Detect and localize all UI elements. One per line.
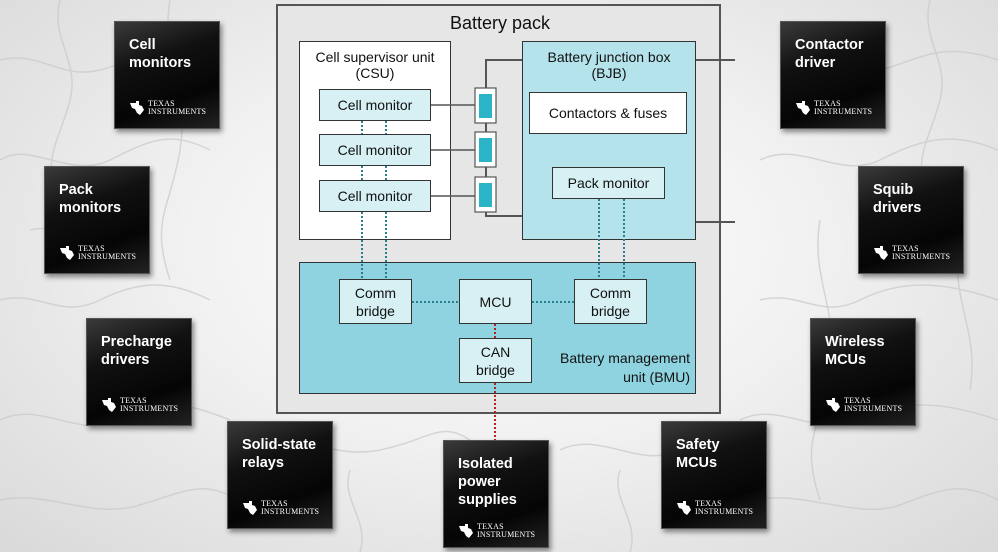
- ti-state-icon: [102, 398, 116, 412]
- csu-title-line2: (CSU): [355, 65, 395, 81]
- product-label: Wireless: [825, 334, 885, 350]
- product-label: drivers: [873, 200, 922, 216]
- bjb-box: [522, 41, 696, 240]
- ti-brand-line2: INSTRUMENTS: [148, 107, 207, 116]
- product-label: driver: [795, 55, 836, 71]
- ti-state-icon: [459, 524, 473, 538]
- can-bridge-box: CAN bridge: [459, 338, 532, 383]
- product-label: monitors: [59, 200, 122, 216]
- ti-brand-line2: INSTRUMENTS: [78, 252, 137, 261]
- product-label: supplies: [458, 492, 517, 508]
- ti-state-icon: [243, 501, 257, 515]
- ti-brand-line2: INSTRUMENTS: [261, 507, 320, 516]
- product-label: MCUs: [676, 455, 718, 471]
- product-label: Safety: [676, 437, 720, 453]
- battery-pack-title: Battery pack: [449, 13, 551, 33]
- ti-brand-line1: TEXAS: [261, 499, 288, 508]
- csu-title-line1: Cell supervisor unit: [315, 49, 435, 65]
- bmu-label-line1: Battery management: [560, 350, 690, 366]
- ti-brand-line1: TEXAS: [695, 499, 722, 508]
- product-label: Pack: [59, 182, 93, 198]
- ti-brand-line1: TEXAS: [120, 396, 147, 405]
- cell-monitor-3: Cell monitor: [319, 180, 431, 212]
- product-label: drivers: [101, 352, 150, 368]
- product-label: power: [458, 474, 501, 490]
- ti-brand-line1: TEXAS: [814, 99, 841, 108]
- product-label: Cell: [129, 37, 156, 53]
- ti-brand-line2: INSTRUMENTS: [477, 530, 536, 539]
- ti-brand-line1: TEXAS: [477, 522, 504, 531]
- ti-state-icon: [60, 246, 74, 260]
- ti-state-icon: [796, 101, 810, 115]
- comm-bridge-left-line2: bridge: [356, 302, 395, 319]
- bjb-title-line1: Battery junction box: [547, 49, 671, 65]
- ti-brand-line2: INSTRUMENTS: [120, 404, 179, 413]
- contactors-fuses-box: Contactors & fuses: [529, 92, 687, 134]
- comm-bridge-left-line1: Comm: [354, 284, 397, 301]
- product-label: relays: [242, 455, 284, 471]
- ti-brand-line2: INSTRUMENTS: [814, 107, 873, 116]
- ti-brand-line2: INSTRUMENTS: [695, 507, 754, 516]
- ti-brand-line1: TEXAS: [892, 244, 919, 253]
- mcu-box: MCU: [459, 279, 532, 324]
- ti-state-icon: [677, 501, 691, 515]
- product-label: MCUs: [825, 352, 867, 368]
- ti-state-icon: [130, 101, 144, 115]
- product-label: Contactor: [795, 37, 864, 53]
- bjb-title-line2: (BJB): [591, 65, 627, 81]
- comm-bridge-right-line2: bridge: [591, 302, 630, 319]
- ti-brand-line1: TEXAS: [78, 244, 105, 253]
- product-label: Precharge: [101, 334, 172, 350]
- cell-monitor-1: Cell monitor: [319, 89, 431, 121]
- ti-brand-line2: INSTRUMENTS: [892, 252, 951, 261]
- product-label: monitors: [129, 55, 192, 71]
- ti-brand-line1: TEXAS: [148, 99, 175, 108]
- product-label: Squib: [873, 182, 914, 198]
- comm-bridge-right-line1: Comm: [589, 284, 632, 301]
- ti-brand-line2: INSTRUMENTS: [844, 404, 903, 413]
- ti-brand-line1: TEXAS: [844, 396, 871, 405]
- can-bridge-line1: CAN: [480, 343, 511, 360]
- comm-bridge-left: Comm bridge: [339, 279, 412, 324]
- can-bridge-line2: bridge: [476, 361, 515, 378]
- product-label: Isolated: [458, 456, 513, 472]
- cell-monitor-2: Cell monitor: [319, 134, 431, 166]
- bmu-label-line2: unit (BMU): [623, 369, 690, 385]
- product-label: Solid-state: [242, 437, 317, 453]
- comm-bridge-right: Comm bridge: [574, 279, 647, 324]
- ti-state-icon: [826, 398, 840, 412]
- ti-state-icon: [874, 246, 888, 260]
- pack-monitor-box: Pack monitor: [552, 167, 665, 199]
